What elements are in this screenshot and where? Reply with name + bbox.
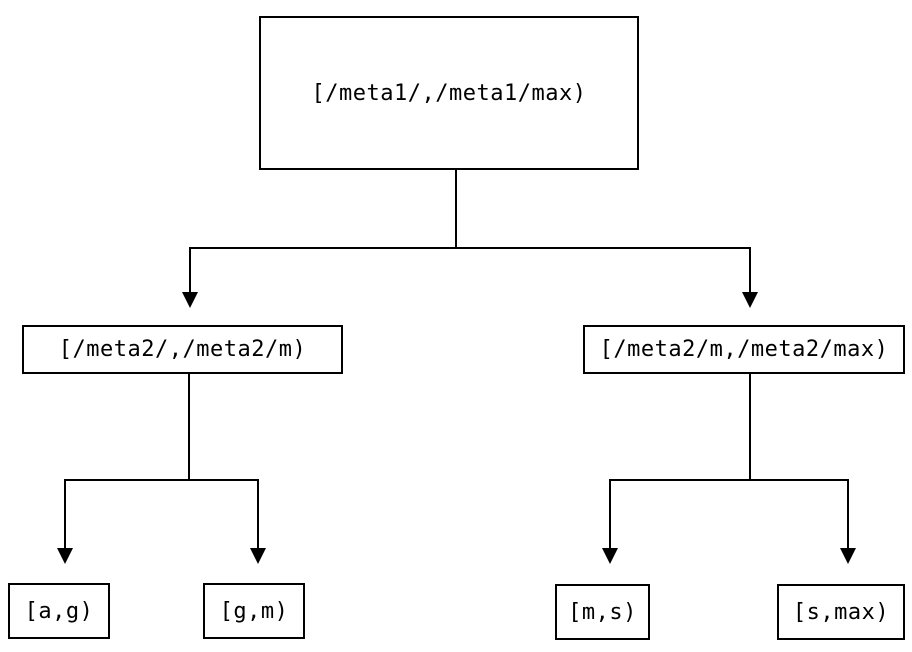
connector-drop-to-smax bbox=[847, 481, 849, 548]
connector-level1-horizontal bbox=[189, 247, 751, 249]
arrowhead-to-smax bbox=[840, 548, 856, 564]
arrowhead-to-ag bbox=[57, 548, 73, 564]
leaf-node-smax-label: [s,max) bbox=[792, 599, 890, 625]
node-meta2-right-label: [/meta2/m,/meta2/max) bbox=[599, 337, 889, 362]
connector-meta2-right-stem bbox=[749, 374, 751, 480]
connector-right-subtree-horizontal bbox=[609, 479, 849, 481]
leaf-node-gm: [g,m) bbox=[203, 583, 305, 639]
leaf-node-ms: [m,s) bbox=[555, 584, 650, 640]
connector-drop-to-ag bbox=[64, 481, 66, 548]
node-root-meta1-range: [/meta1/,/meta1/max) bbox=[259, 16, 639, 170]
node-root-label: [/meta1/,/meta1/max) bbox=[311, 80, 587, 106]
connector-drop-to-gm bbox=[257, 481, 259, 548]
arrowhead-to-gm bbox=[250, 548, 266, 564]
arrowhead-to-meta2-left bbox=[182, 292, 198, 308]
leaf-node-smax: [s,max) bbox=[777, 584, 905, 640]
connector-drop-to-meta2-right bbox=[749, 249, 751, 293]
connector-left-subtree-horizontal bbox=[64, 479, 259, 481]
node-meta2-right-range: [/meta2/m,/meta2/max) bbox=[583, 325, 905, 374]
leaf-node-gm-label: [g,m) bbox=[219, 598, 289, 624]
connector-drop-to-meta2-left bbox=[189, 249, 191, 293]
leaf-node-ag-label: [a,g) bbox=[24, 598, 94, 624]
connector-meta2-left-stem bbox=[188, 374, 190, 480]
node-meta2-left-label: [/meta2/,/meta2/m) bbox=[58, 337, 307, 362]
arrowhead-to-meta2-right bbox=[742, 292, 758, 308]
leaf-node-ag: [a,g) bbox=[8, 583, 110, 639]
node-meta2-left-range: [/meta2/,/meta2/m) bbox=[22, 325, 343, 374]
leaf-node-ms-label: [m,s) bbox=[568, 599, 637, 625]
connector-drop-to-ms bbox=[609, 481, 611, 548]
connector-root-stem bbox=[455, 170, 457, 248]
arrowhead-to-ms bbox=[602, 548, 618, 564]
